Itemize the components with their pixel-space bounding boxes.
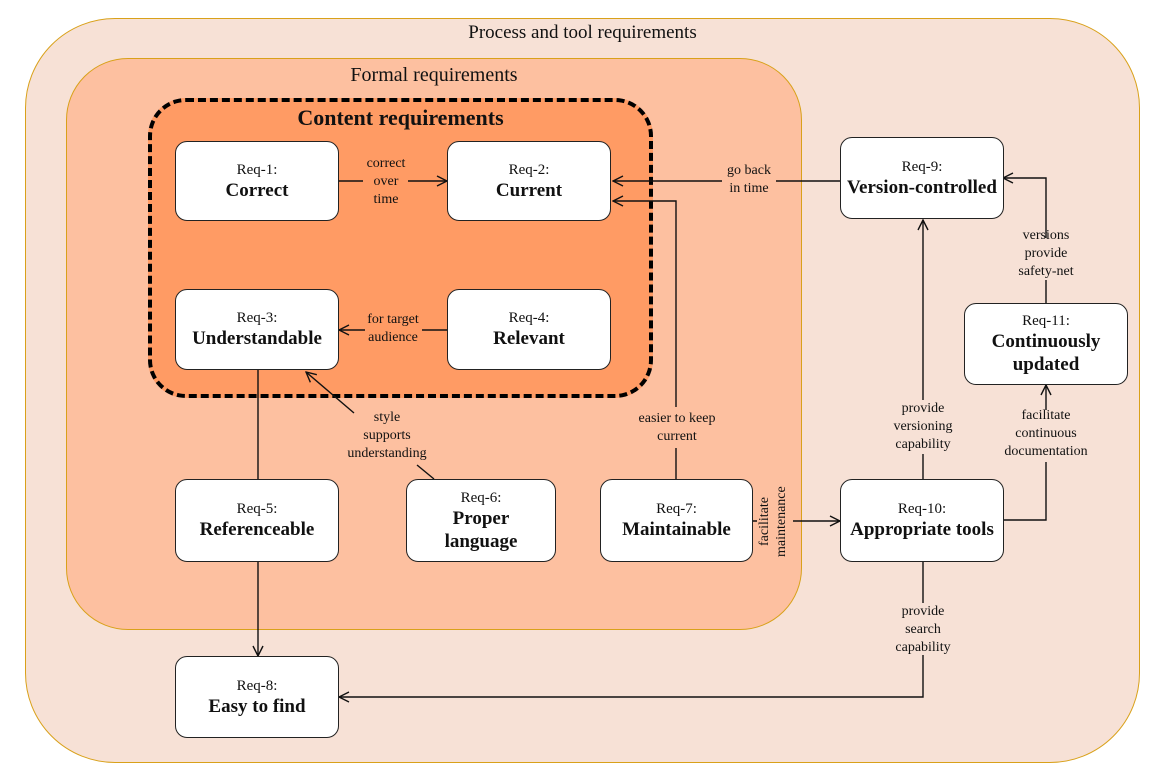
node-name: Understandable: [192, 328, 322, 349]
node-name: Correct: [225, 179, 289, 201]
node-name: Maintainable: [622, 519, 731, 540]
node-id: Req-10:: [897, 501, 947, 517]
node-name: Current: [495, 179, 563, 201]
node-id: Req-6:: [460, 489, 502, 506]
node-name: Relevant: [493, 328, 565, 349]
node-name: Continuously updated: [991, 331, 1101, 375]
node-id: Req-4:: [508, 310, 550, 326]
node-req11-continuously-updated[interactable]: Req-11: Continuously updated: [964, 303, 1128, 385]
node-req3-understandable[interactable]: Req-3: Understandable: [175, 289, 339, 370]
node-id: Req-2:: [508, 161, 550, 178]
process-and-tool-requirements-title: Process and tool requirements: [468, 22, 697, 43]
node-id: Req-8:: [236, 677, 278, 694]
node-name: Version-controlled: [847, 176, 997, 198]
node-id: Req-1:: [236, 161, 278, 178]
node-req5-referenceable[interactable]: Req-5: Referenceable: [175, 479, 339, 562]
node-id: Req-3:: [236, 310, 278, 326]
node-req2-current[interactable]: Req-2: Current: [447, 141, 611, 221]
node-id: Req-11:: [1022, 313, 1070, 329]
content-requirements-title: Content requirements: [297, 105, 504, 130]
node-id: Req-7:: [656, 501, 697, 517]
node-req6-proper-language[interactable]: Req-6: Proper language: [406, 479, 556, 562]
node-name: Referenceable: [199, 519, 315, 540]
node-id: Req-5:: [236, 501, 278, 517]
node-req10-appropriate-tools[interactable]: Req-10: Appropriate tools: [840, 479, 1004, 562]
node-req4-relevant[interactable]: Req-4: Relevant: [447, 289, 611, 370]
node-req8-easy-to-find[interactable]: Req-8: Easy to find: [175, 656, 339, 738]
node-req7-maintainable[interactable]: Req-7: Maintainable: [600, 479, 753, 562]
node-name: Appropriate tools: [850, 519, 994, 540]
formal-requirements-title: Formal requirements: [350, 64, 518, 86]
node-name: Easy to find: [208, 695, 306, 717]
node-name: Proper language: [444, 507, 518, 552]
node-req9-version-controlled[interactable]: Req-9: Version-controlled: [840, 137, 1004, 219]
node-req1-correct[interactable]: Req-1: Correct: [175, 141, 339, 221]
node-id: Req-9:: [901, 158, 943, 175]
